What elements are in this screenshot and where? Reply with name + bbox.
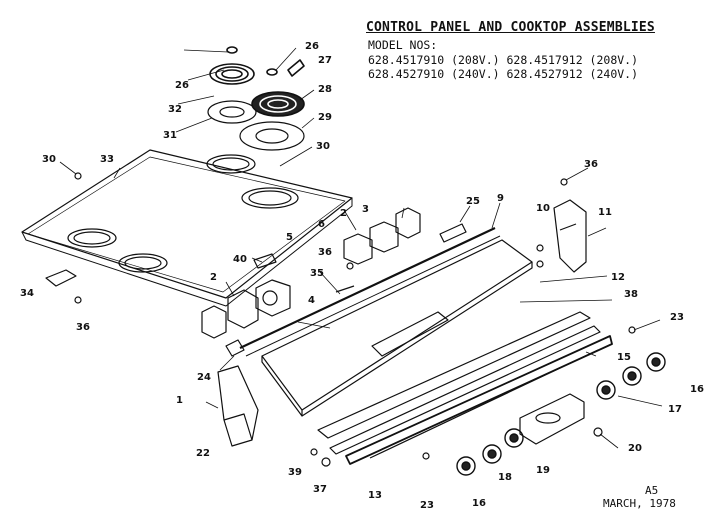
callout-13: 13 <box>368 490 382 501</box>
cooktop-panel <box>21 149 353 307</box>
callout-27: 27 <box>318 55 332 66</box>
callout-19: 19 <box>536 465 550 476</box>
publication-date: MARCH, 1978 <box>603 497 676 510</box>
surface-units <box>209 46 305 117</box>
callout-36b: 36 <box>318 247 332 258</box>
callout-11: 11 <box>598 207 612 218</box>
diagram-title: CONTROL PANEL AND COOKTOP ASSEMBLIES <box>366 20 655 35</box>
control-knobs <box>456 352 666 476</box>
trim-strips <box>317 311 613 465</box>
side-trim <box>217 365 259 447</box>
callout-29: 29 <box>318 112 332 123</box>
callout-25: 25 <box>466 196 480 207</box>
callout-23a: 23 <box>670 312 684 323</box>
switch-group-right <box>343 207 421 265</box>
callout-6: 6 <box>318 219 325 230</box>
callout-2a: 2 <box>340 208 347 219</box>
end-bracket <box>553 199 587 273</box>
page-code: A5 <box>645 484 659 497</box>
leader-lines <box>59 47 663 449</box>
callout-4: 4 <box>308 295 315 306</box>
callout-15: 15 <box>617 352 631 363</box>
callout-38: 38 <box>624 289 638 300</box>
callout-24: 24 <box>197 372 211 383</box>
callout-39: 39 <box>288 467 302 478</box>
callout-26a: 26 <box>175 80 189 91</box>
callout-20: 20 <box>628 443 642 454</box>
callout-22: 22 <box>196 448 210 459</box>
callout-37: 37 <box>313 484 327 495</box>
model-numbers-240v: 628.4527910 (240V.) 628.4527912 (240V.) <box>368 67 639 81</box>
callout-1: 1 <box>176 395 183 406</box>
callout-10: 10 <box>536 203 550 214</box>
callout-17: 17 <box>668 404 682 415</box>
callout-36a: 36 <box>584 159 598 170</box>
callout-2b: 2 <box>210 272 217 283</box>
callout-18: 18 <box>498 472 512 483</box>
callout-16a: 16 <box>690 384 704 395</box>
model-label: MODEL NOS: <box>368 38 438 52</box>
callout-40: 40 <box>233 254 247 265</box>
callout-36c: 36 <box>76 322 90 333</box>
callout-28: 28 <box>318 84 332 95</box>
callout-32: 32 <box>168 104 182 115</box>
timer-module <box>519 393 585 445</box>
callout-12: 12 <box>611 272 625 283</box>
screws-and-clips <box>45 172 636 467</box>
callout-5: 5 <box>286 232 293 243</box>
burner-pans <box>207 100 305 151</box>
callout-35: 35 <box>310 268 324 279</box>
callout-34: 34 <box>20 288 34 299</box>
callout-16b: 16 <box>472 498 486 509</box>
callout-30a: 30 <box>316 141 330 152</box>
callout-9: 9 <box>497 193 504 204</box>
callout-labels: 26 32 31 26 27 28 29 30 30 33 36 9 25 10… <box>20 41 704 511</box>
model-numbers-208v: 628.4517910 (208V.) 628.4517912 (208V.) <box>368 53 639 67</box>
callout-23b: 23 <box>420 500 434 511</box>
switch-group-left <box>201 279 291 339</box>
callout-31: 31 <box>163 130 177 141</box>
callout-30b: 30 <box>42 154 56 165</box>
control-panel <box>239 227 533 417</box>
callout-26b: 26 <box>305 41 319 52</box>
callout-33: 33 <box>100 154 114 165</box>
callout-3: 3 <box>362 204 369 215</box>
